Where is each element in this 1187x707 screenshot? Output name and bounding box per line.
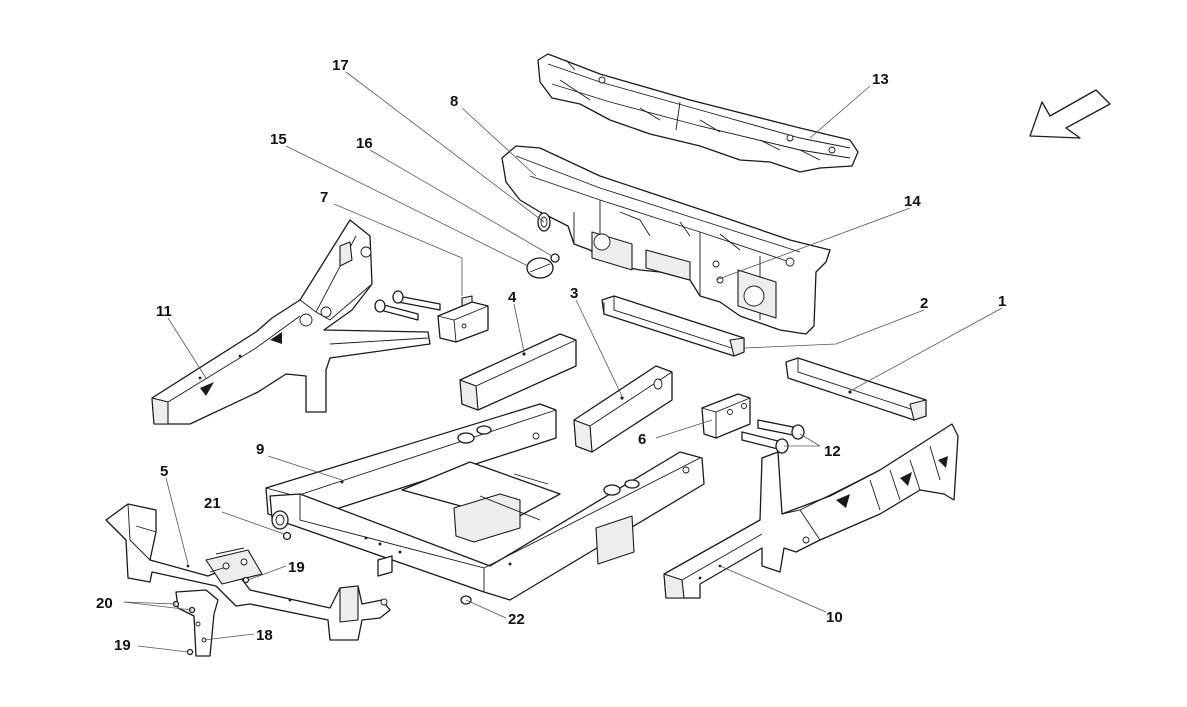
part-4-square-tube: [459, 333, 577, 411]
callout-20: 20: [96, 595, 113, 612]
leader-lines: [123, 71, 1003, 653]
leader-22: [465, 599, 507, 619]
callout-labels: 1 2 3 4 5 6 7 8 9 10 11 12 13 14 15 16 1…: [96, 57, 1006, 654]
leader-21: [221, 511, 285, 535]
leader-9: [267, 455, 343, 481]
part-16-bolts: [374, 290, 441, 321]
callout-12: 12: [824, 443, 841, 460]
callout-6: 6: [638, 431, 646, 448]
leader-16: [369, 149, 553, 257]
leader-12a: [799, 433, 821, 447]
callout-9: 9: [256, 441, 264, 458]
callout-1: 1: [998, 293, 1006, 310]
callout-15: 15: [270, 131, 287, 148]
part-3-square-tube: [573, 365, 673, 453]
leader-18: [203, 633, 255, 641]
part-18-plate: [175, 589, 219, 657]
leader-7: [333, 203, 463, 296]
callout-3: 3: [570, 285, 578, 302]
part-5-lower-bar: [105, 503, 391, 641]
callout-8: 8: [450, 93, 458, 110]
leader-1: [851, 307, 1003, 391]
callout-7: 7: [320, 189, 328, 206]
leader-14: [715, 207, 911, 281]
callout-13: 13: [872, 71, 889, 88]
part-17-plug: [550, 253, 560, 263]
leader-15: [285, 145, 529, 267]
part-9-subframe: [265, 403, 705, 601]
callout-16: 16: [356, 135, 373, 152]
leader-11: [167, 317, 207, 379]
callout-21: 21: [204, 495, 221, 512]
callout-17: 17: [332, 57, 349, 74]
leader-19a: [247, 565, 287, 581]
part-19-fastener-lower: [186, 648, 194, 656]
callout-5: 5: [160, 463, 168, 480]
part-11-left-front-rail: [151, 219, 431, 425]
leader-3: [575, 299, 623, 397]
callout-14: 14: [904, 193, 921, 210]
leader-5: [165, 477, 189, 565]
part-21-plug: [282, 531, 292, 541]
part-13-upper-crossmember: [537, 53, 859, 173]
part-12-bolts: [741, 419, 805, 454]
callout-18: 18: [256, 627, 273, 644]
leader-6: [655, 419, 713, 439]
leader-2: [743, 309, 925, 349]
leader-19b: [137, 645, 189, 653]
callout-22: 22: [508, 611, 525, 628]
callout-4: 4: [508, 289, 517, 306]
part-14-front-panel: [501, 145, 831, 335]
part-6-bracket: [701, 393, 751, 439]
part-10-right-front-rail: [663, 423, 959, 599]
leader-20a: [123, 601, 177, 605]
leader-8: [461, 107, 537, 177]
callout-19-upper: 19: [288, 559, 305, 576]
leader-10: [719, 565, 827, 613]
part-15-cover-disk: [526, 257, 554, 279]
leader-20b: [123, 601, 193, 611]
part-7-bracket: [437, 295, 489, 343]
part-19-fastener-upper: [242, 576, 250, 584]
callout-11: 11: [156, 303, 172, 320]
part-1-crossmember: [785, 357, 927, 421]
direction-arrow-icon: [1029, 89, 1111, 139]
leader-17: [345, 71, 545, 223]
leader-4: [513, 303, 525, 353]
callout-19-lower: 19: [114, 637, 131, 654]
part-2-crossmember: [601, 295, 745, 357]
callout-10: 10: [826, 609, 843, 626]
leader-13: [809, 85, 871, 139]
callout-2: 2: [920, 295, 928, 312]
